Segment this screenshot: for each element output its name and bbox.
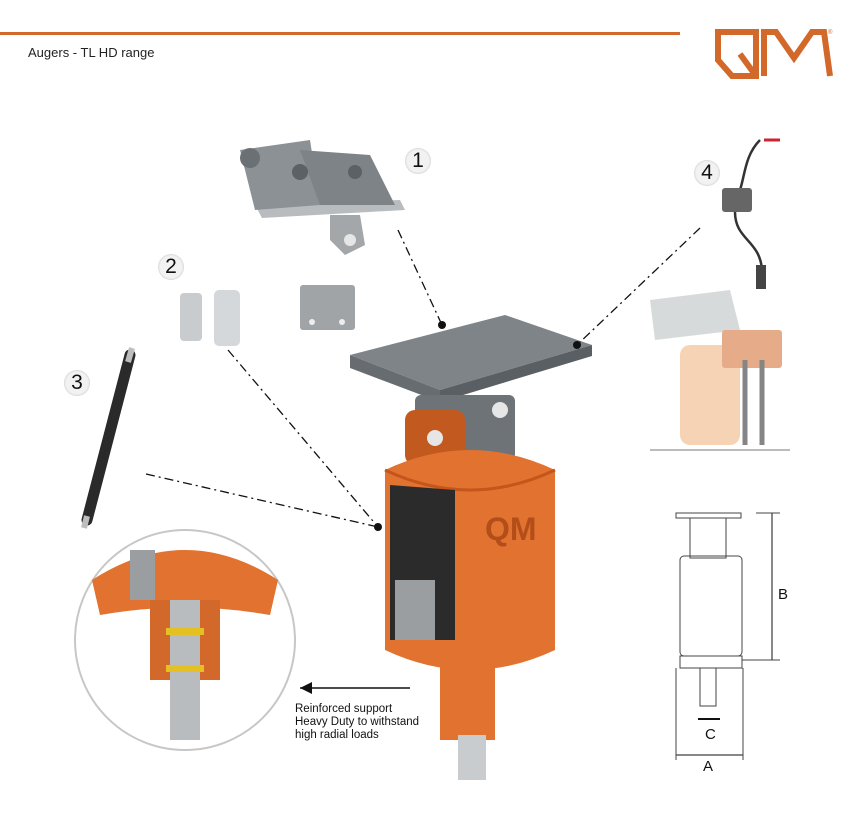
registered-mark: ® (828, 29, 833, 36)
hydraulic-fittings (180, 285, 355, 346)
dimension-a-label: A (703, 758, 714, 775)
hydraulic-hose (81, 347, 136, 529)
technical-drawing (675, 512, 780, 760)
leader-lines (145, 227, 701, 528)
page-title: Augers - TL HD range (28, 45, 155, 60)
callout-2: 2 (158, 254, 184, 280)
auger-logo: QM (485, 511, 537, 547)
note-line-1: Reinforced support (295, 703, 393, 715)
header-accent-line (0, 32, 680, 35)
callout-3: 3 (64, 370, 90, 396)
dimension-c-label: C (705, 726, 716, 743)
callout-4: 4 (694, 160, 720, 186)
brand-logo: ® (715, 29, 833, 79)
note-line-2: Heavy Duty to withstand (295, 716, 420, 728)
auger-motor: QM (350, 315, 592, 780)
callout-1: 1 (405, 148, 431, 174)
coupler-bracket (240, 140, 405, 255)
detail-zoom (74, 529, 296, 751)
mounted-view (650, 290, 782, 445)
note-line-3: high radial loads (295, 729, 379, 741)
reinforced-support-note: Reinforced support Heavy Duty to withsta… (295, 703, 435, 742)
dimension-b-label: B (778, 586, 789, 603)
control-unit (722, 138, 780, 289)
